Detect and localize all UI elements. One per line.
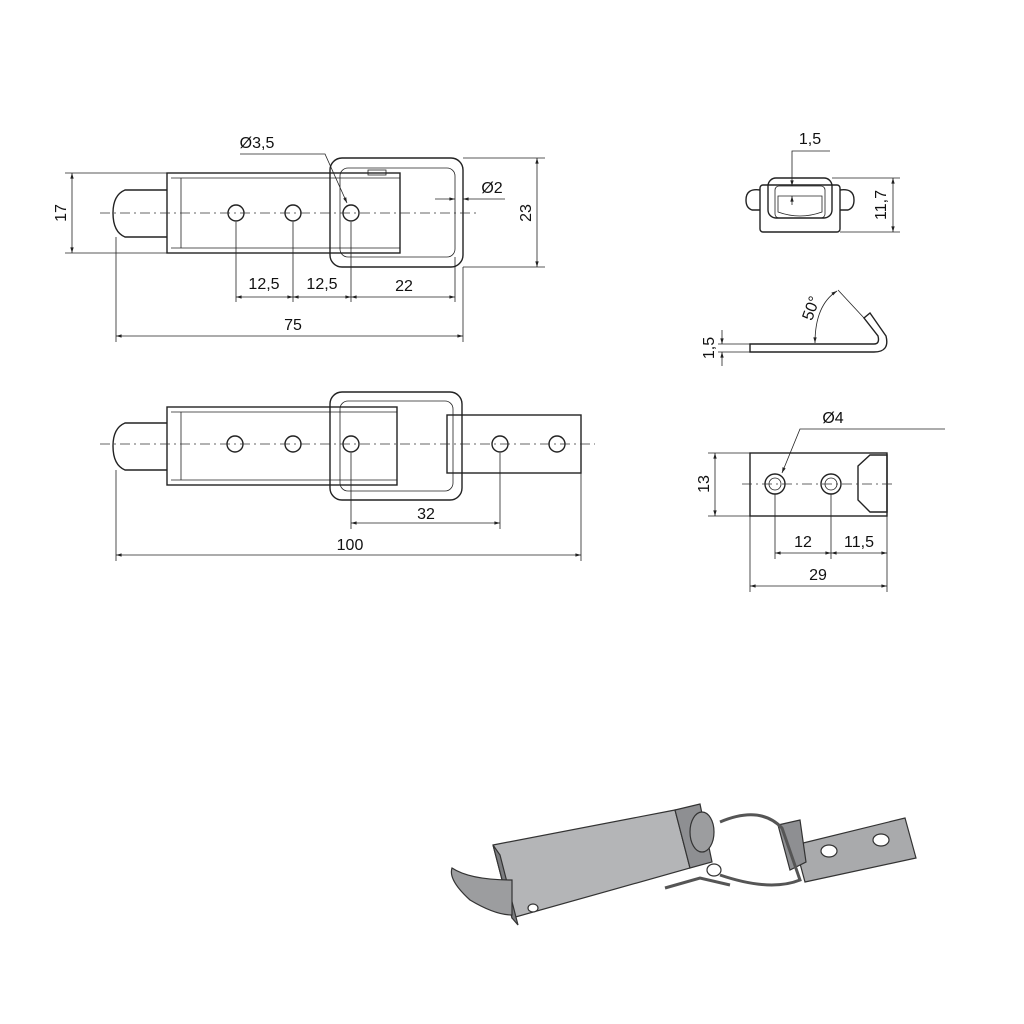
dim-hole-spacing-32: 32 — [417, 506, 435, 523]
dim-end-height: 11,7 — [873, 190, 890, 220]
closed-view: 32 100 — [100, 391, 595, 561]
dim-pitch-1: 12,5 — [248, 276, 279, 293]
dim-body-height: 17 — [53, 204, 70, 222]
label-hole-diameter: Ø3,5 — [240, 135, 275, 152]
dim-pitch-2: 12,5 — [306, 276, 337, 293]
dim-overall-100: 100 — [337, 537, 364, 554]
dim-overall-75: 75 — [284, 317, 302, 334]
label-wire-diameter: Ø2 — [481, 180, 502, 197]
latch-render — [450, 803, 917, 926]
dim-end-thickness: 1,5 — [799, 131, 821, 148]
dim-strike-height: 13 — [696, 475, 713, 493]
top-view: 17 23 12,5 12,5 22 75 Ø3,5 Ø2 — [53, 135, 545, 342]
dim-strike-edge: 11,5 — [844, 534, 874, 551]
end-view: 11,7 1,5 — [745, 131, 900, 233]
dim-strike-length: 29 — [809, 567, 827, 584]
dim-bend-angle: 50° — [800, 294, 824, 323]
dim-hole-to-bail: 22 — [395, 278, 413, 295]
label-strike-hole-diameter: Ø4 — [822, 410, 843, 427]
dim-bail-height: 23 — [518, 204, 535, 222]
strike-plate-view: 13 Ø4 12 11,5 29 — [696, 410, 945, 592]
dim-plate-thickness: 1,5 — [701, 337, 718, 359]
dim-strike-hole-spacing: 12 — [794, 534, 812, 551]
bent-view: 1,5 50° — [701, 289, 888, 366]
